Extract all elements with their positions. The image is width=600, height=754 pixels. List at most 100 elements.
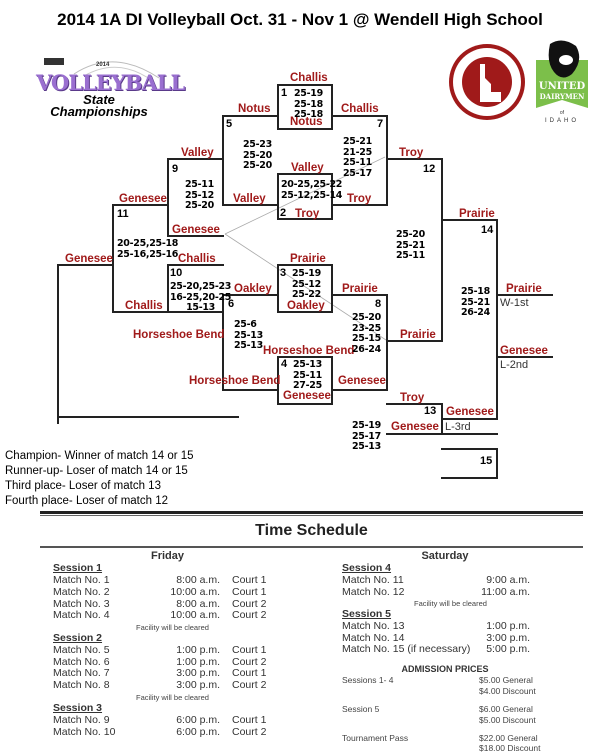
m2-left-line — [277, 173, 279, 219]
m8-top-team: Prairie — [342, 283, 378, 295]
friday-s2-r3-court: Court 1 — [232, 667, 267, 679]
m2-top-team: Valley — [291, 162, 324, 174]
friday-s3-r1-court: Court 1 — [232, 714, 267, 726]
friday-s3-r1-match: Match No. 9 — [53, 714, 110, 726]
admission-row2-discount: $5.00 Discount — [479, 715, 536, 725]
match-number-3: 3 — [280, 267, 287, 279]
saturday-s5-r2-match: Match No. 14 — [342, 632, 405, 644]
match-number-9: 9 — [172, 163, 179, 175]
m13-vertical — [441, 403, 443, 435]
logo-state-text: State — [83, 92, 115, 107]
friday-s2-r3-match: Match No. 7 — [53, 667, 110, 679]
m9-top-team: Valley — [181, 147, 214, 159]
m12-top-team: Troy — [399, 147, 424, 159]
m15-bottom-line — [441, 477, 498, 479]
m2-right-line — [331, 173, 333, 219]
runner-up-team: Genesee — [500, 345, 548, 357]
friday-s3-r1-time: 6:00 p.m. — [176, 714, 220, 726]
match-number-5: 5 — [226, 118, 233, 130]
saturday-s5-r1-time: 1:00 p.m. — [486, 620, 530, 632]
saturday-s4-r2-match: Match No. 12 — [342, 586, 405, 598]
m8-bottom-team: Genesee — [338, 375, 386, 387]
m9-vertical — [167, 158, 169, 236]
session-2-label: Session 2 — [53, 632, 103, 644]
legend-third: Third place- Loser of match 13 — [5, 480, 161, 492]
friday-s1-r4-time: 10:00 a.m. — [170, 609, 220, 621]
m3-scores: 25-19 25-12 25-22 — [292, 268, 321, 300]
match-number-11: 11 — [117, 208, 129, 220]
m10-bottom-line — [167, 311, 224, 313]
friday-s1-r1-match: Match No. 1 — [53, 574, 110, 586]
logo-championships-text: Championships — [50, 104, 148, 119]
m9-bottom-team: Genesee — [172, 224, 220, 236]
m3-left-line — [277, 264, 279, 312]
m12-bottom-team: Prairie — [400, 329, 436, 341]
schedule-title: Time Schedule — [255, 522, 368, 539]
admission-row2-label: Session 5 — [342, 704, 380, 714]
m2-scores: 20-25,25-22 25-12,25-14 — [281, 179, 343, 201]
m1-top-line — [277, 84, 333, 86]
friday-s2-r2-court: Court 2 — [232, 656, 267, 668]
match-number-4: 4 — [281, 358, 288, 370]
saturday-s4-r2-time: 11:00 a.m. — [481, 586, 530, 598]
m9-bottom-line — [167, 235, 224, 237]
m1-right-line — [331, 84, 333, 129]
m7-bottom-line — [331, 204, 388, 206]
m9-top-line — [167, 158, 224, 160]
match-number-2: 2 — [280, 207, 287, 219]
friday-s3-r2-match: Match No. 10 — [53, 726, 116, 738]
friday-s2-r4-match: Match No. 8 — [53, 679, 110, 691]
m7-scores: 25-21 21-25 25-11 25-17 — [343, 136, 372, 179]
match-number-14: 14 — [481, 224, 494, 236]
logo-volleyball-text: VOLLEYBALL — [36, 70, 185, 95]
friday-s1-r2-match: Match No. 2 — [53, 586, 110, 598]
m9-scores: 25-11 25-12 25-20 — [185, 179, 214, 211]
m11-top-team: Genesee — [119, 193, 167, 205]
saturday-s5-r2-time: 3:00 p.m. — [486, 632, 530, 644]
m5-top-line — [222, 115, 279, 117]
m11-scores: 20-25,25-18 25-16,25-16 — [117, 238, 179, 260]
friday-s1-r4-court: Court 2 — [232, 609, 267, 621]
saturday-s5-r3-time: 5:00 p.m. — [486, 643, 530, 655]
m5-top-team: Notus — [238, 103, 271, 115]
friday-s2-r2-match: Match No. 6 — [53, 656, 110, 668]
m14-top-line — [441, 219, 498, 221]
m7-top-team: Challis — [341, 103, 379, 115]
page-title: 2014 1A DI Volleyball Oct. 31 - Nov 1 @ … — [57, 10, 543, 29]
m3-bottom-team: Oakley — [287, 300, 325, 312]
friday-heading: Friday — [150, 550, 184, 562]
m8-scores: 25-20 23-25 25-15 26-24 — [352, 312, 381, 355]
session-1-label: Session 1 — [53, 562, 103, 574]
m7-top-line — [331, 115, 388, 117]
friday-s3-r2-court: Court 2 — [232, 726, 267, 738]
friday-s1-r1-time: 8:00 a.m. — [176, 574, 220, 586]
m3-top-line — [277, 264, 333, 266]
m14-bottom-line — [441, 418, 498, 420]
friday-s2-r3-time: 3:00 p.m. — [176, 667, 220, 679]
friday-s1-r3-match: Match No. 3 — [53, 598, 110, 610]
saturday-heading: Saturday — [421, 550, 469, 562]
m8-vertical — [386, 294, 388, 390]
saturday-s5-r1-match: Match No. 13 — [342, 620, 405, 632]
m10-top-team: Challis — [178, 253, 216, 265]
saturday-s4-r1-time: 9:00 a.m. — [486, 574, 530, 586]
logo-idaho-text: IDAHO — [544, 118, 579, 124]
saturday-s5-r3-match: Match No. 15 (if necessary) — [342, 643, 471, 655]
m4-top-team: Horseshoe Bend — [263, 345, 355, 357]
m3-right-line — [331, 264, 333, 312]
united-dairymen-logo: UNITED DAIRYMEN of IDAHO — [532, 38, 592, 128]
champion-team: Prairie — [506, 283, 542, 295]
m13-bottom-team: Genesee — [391, 421, 439, 433]
match-number-15: 15 — [480, 455, 493, 467]
friday-s1-r1-court: Court 1 — [232, 574, 267, 586]
m12-bottom-line — [386, 340, 443, 342]
m10-top-line — [167, 264, 224, 266]
m5-scores: 25-23 25-20 25-20 — [243, 139, 272, 171]
match-number-7: 7 — [377, 118, 384, 130]
m4-bottom-team: Genesee — [283, 390, 331, 402]
third-place-line — [441, 433, 498, 435]
session-3-label: Session 3 — [53, 702, 103, 714]
legend-champion: Champion- Winner of match 14 or 15 — [5, 450, 194, 462]
friday-s1-r4-match: Match No. 4 — [53, 609, 110, 621]
